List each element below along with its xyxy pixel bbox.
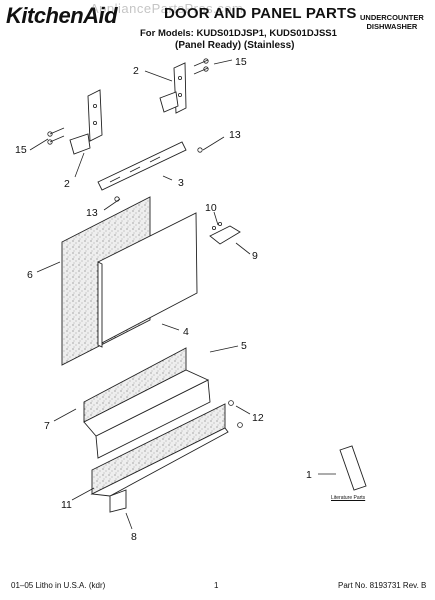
footer-part-number: Part No. 8193731 Rev. B [338,581,427,590]
panel-channel-upper [83,347,211,459]
callout-11: 11 [61,499,72,511]
callout-8: 8 [131,531,137,543]
model-list: For Models: KUDS01DJSP1, KUDS01DJSS1 [140,28,337,39]
page-title: DOOR AND PANEL PARTS [164,5,357,22]
callout-1: 1 [306,469,312,481]
bracket-top-right [159,62,187,114]
callout-3: 3 [178,177,184,189]
model-variant: (Panel Ready) (Stainless) [175,40,295,51]
screw-icon [47,58,243,428]
footer-print-info: 01–05 Litho in U.S.A. (kdr) [11,581,106,590]
callout-15-top: 15 [235,56,247,68]
kick-plate [90,403,229,513]
callout-13-top: 13 [229,129,241,141]
hinge-rail [97,141,187,191]
leader-lines [29,59,336,530]
callout-5: 5 [241,340,247,352]
callout-9: 9 [252,250,258,262]
category-line-1: UNDERCOUNTER [360,13,424,22]
category-label: UNDERCOUNTER DISHWASHER [360,13,424,31]
brand-logo: KitchenAid [6,3,118,28]
watermark: AppliancePartsPros.com [90,1,244,16]
callout-labels: 2 15 13 15 2 3 10 13 9 6 4 5 7 12 1 11 8 [15,56,312,543]
callout-12: 12 [252,412,264,424]
category-line-2: DISHWASHER [366,22,418,31]
callout-7: 7 [44,420,50,432]
literature-booklet [339,445,367,491]
callout-6: 6 [27,269,33,281]
footer-page-number: 1 [214,581,219,590]
literature-parts-label: Literature Parts [331,495,366,501]
callout-15-left: 15 [15,144,27,156]
door-handle [209,221,241,245]
callout-4: 4 [183,326,189,338]
callout-2-top: 2 [133,65,139,77]
door-panel-edge [97,261,103,348]
bracket-left [69,89,103,155]
callout-13-left: 13 [86,207,98,219]
callout-10: 10 [205,202,217,214]
callout-2-left: 2 [64,178,70,190]
